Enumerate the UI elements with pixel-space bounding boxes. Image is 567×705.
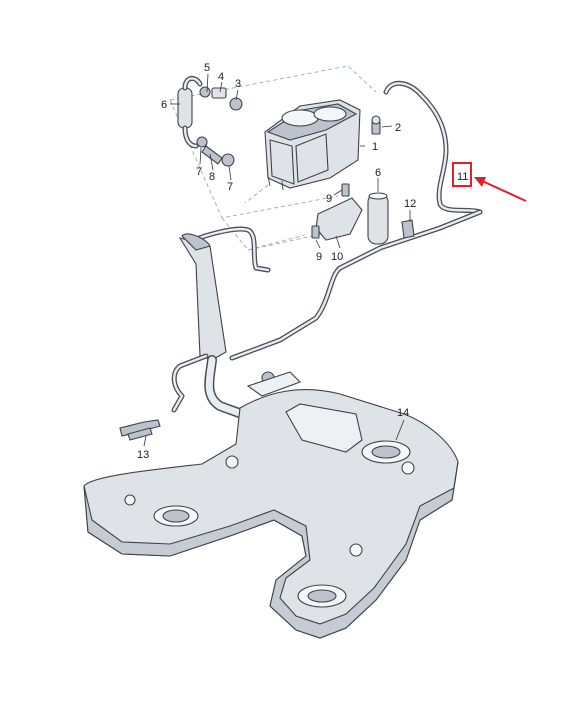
callout-12: 12 [404,198,416,210]
callout-1: 1 [372,141,378,153]
highlight-arrow-icon [474,177,486,187]
bolt-2 [371,115,381,135]
callout-6-left: 6 [161,99,167,111]
highlight-arrow-shaft [479,179,527,202]
callout-10: 10 [331,251,343,263]
callout-14: 14 [397,407,409,419]
highlight-marker [452,162,527,202]
callout-2: 2 [395,122,401,134]
callout-7-left: 7 [196,166,202,178]
callout-3: 3 [235,78,241,90]
callout-9-top: 9 [326,193,332,205]
callout-9-bottom: 9 [316,251,322,263]
callout-11: 11 [457,171,468,183]
mounting-bracket [311,183,363,241]
callout-7-right: 7 [227,181,233,193]
clip-12 [401,219,415,239]
highlight-box [452,162,472,187]
hose-connectors-group [177,76,243,167]
callout-13: 13 [137,449,149,461]
callout-6-right: 6 [375,167,381,179]
callout-labels: 1 2 3 4 5 6 6 7 7 8 9 9 10 11 12 13 14 [137,62,468,461]
callout-5: 5 [204,62,210,74]
callout-4: 4 [218,71,224,83]
charcoal-canister [264,99,361,191]
vent-line [229,80,483,361]
pins-13 [119,419,161,441]
callout-leaders [143,73,411,447]
fuel-filter [367,192,389,245]
callout-8: 8 [209,171,215,183]
fuel-tank [83,371,459,639]
